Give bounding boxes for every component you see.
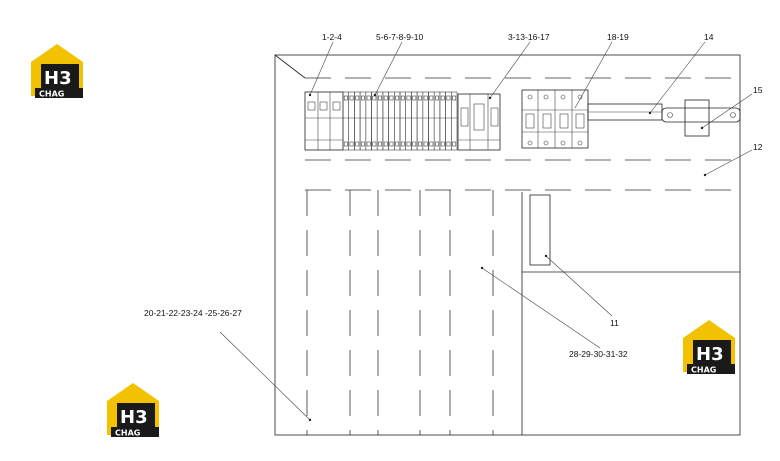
callout-5-10: 5-6-7-8-9-10 (376, 32, 424, 42)
terminal-screw (452, 95, 457, 101)
terminal-strip (405, 91, 412, 151)
brand-logo-bottom-left: H3 CHAG (107, 383, 159, 438)
logo-bottom-text: CHAG (115, 429, 140, 438)
terminal-screw (440, 141, 445, 147)
callout-18-19: 18-19 (607, 32, 629, 42)
terminal-screw (440, 95, 445, 101)
terminal-strip (428, 91, 435, 151)
logo-top-text: H3 (696, 344, 724, 365)
terminal-screw (366, 95, 371, 101)
terminal-screw (406, 95, 411, 101)
terminal-screw (383, 95, 388, 101)
terminal-strip (433, 91, 441, 151)
terminal-strip (450, 91, 458, 151)
terminal-strip (365, 91, 372, 151)
terminal-screw (395, 141, 400, 147)
contactor-group-18-19 (521, 89, 589, 149)
callout-11: 11 (610, 318, 619, 328)
terminal-screw (366, 141, 371, 147)
terminal-strip (354, 91, 361, 151)
terminal-screw (423, 141, 428, 147)
lower-cable-ducts (306, 190, 494, 435)
terminal-screw (372, 141, 377, 147)
terminal-screw (372, 95, 377, 101)
cabinet-outline (274, 54, 741, 436)
breaker-group-1-2-4 (304, 91, 344, 151)
callout-3-13-16-17: 3-13-16-17 (508, 32, 550, 42)
logo-top-text: H3 (44, 68, 72, 89)
brand-logo-top-left: H3 CHAG (31, 44, 83, 99)
terminal-strip (388, 91, 395, 151)
terminal-strip (422, 91, 429, 151)
callout-1-2-4: 1-2-4 (322, 32, 342, 42)
terminal-strip (342, 91, 349, 151)
terminal-screw (400, 141, 405, 147)
brand-logo-right: H3 CHAG (683, 320, 735, 375)
terminal-screw (389, 95, 394, 101)
terminal-screw (412, 141, 417, 147)
terminal-screw (378, 141, 382, 147)
terminal-strip (439, 91, 446, 151)
terminal-screw (406, 141, 411, 147)
terminal-strip (371, 91, 378, 151)
component-15 (661, 99, 741, 137)
top-din-rails (305, 77, 740, 191)
terminal-screw (355, 141, 360, 147)
terminal-screw (446, 141, 451, 147)
terminal-strip (411, 91, 418, 151)
logo-bottom-text: CHAG (39, 90, 64, 99)
callout-20-27: 20-21-22-23-24 -25-26-27 (144, 308, 242, 318)
terminal-screw (395, 95, 400, 101)
terminal-screw (355, 95, 360, 101)
terminal-screw (343, 95, 348, 101)
terminal-screw (423, 95, 428, 101)
terminal-screw (429, 141, 434, 147)
callout-14: 14 (704, 32, 714, 42)
terminal-screw (435, 95, 439, 101)
terminal-strip (399, 91, 406, 151)
terminal-screw (417, 95, 422, 101)
terminal-screw (452, 141, 457, 147)
terminal-screw (349, 95, 354, 101)
terminal-screw (349, 141, 354, 147)
terminal-screw (360, 141, 365, 147)
component-11 (529, 194, 551, 266)
leader-lines (219, 41, 753, 422)
terminal-strip (376, 91, 384, 151)
terminal-strip (359, 91, 367, 151)
terminal-screw (383, 141, 388, 147)
callout-15: 15 (753, 85, 763, 95)
terminal-strip (348, 91, 355, 151)
terminal-screw (435, 141, 439, 147)
callout-28-32: 28-29-30-31-32 (569, 349, 628, 359)
terminal-block-5-10 (342, 91, 458, 151)
terminal-screw (446, 95, 451, 101)
terminal-strip (393, 91, 401, 151)
terminal-screw (429, 95, 434, 101)
terminal-screw (400, 95, 405, 101)
logo-bottom-text: CHAG (691, 366, 716, 375)
relay-group-3-13-16-17 (457, 93, 501, 151)
terminal-strip (382, 91, 389, 151)
callout-12: 12 (753, 142, 763, 152)
terminal-screw (417, 141, 422, 147)
terminal-screw (360, 95, 365, 101)
terminal-screw (343, 141, 348, 147)
terminal-strip (445, 91, 452, 151)
terminal-screw (412, 95, 417, 101)
terminal-screw (378, 95, 382, 101)
terminal-strip (416, 91, 424, 151)
logo-top-text: H3 (120, 407, 148, 428)
terminal-screw (389, 141, 394, 147)
